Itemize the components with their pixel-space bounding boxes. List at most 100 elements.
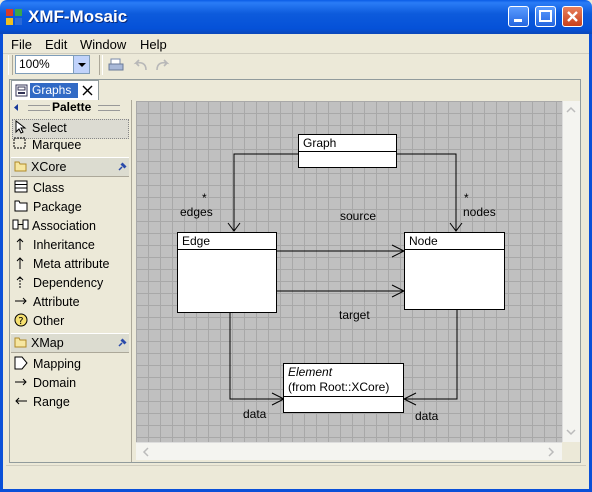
tool-range-label: Range — [33, 395, 70, 409]
horizontal-scrollbar[interactable] — [136, 442, 562, 460]
arrow-cursor-icon — [13, 119, 27, 134]
tool-domain-label: Domain — [33, 376, 77, 390]
edges-role-label: edges — [180, 205, 213, 219]
grip-left — [28, 105, 50, 111]
drawer-xmap-label: XMap — [31, 336, 64, 350]
element-class-package: (from Root::XCore) — [288, 380, 390, 394]
edge-data-association — [229, 312, 284, 400]
folder-icon — [14, 199, 28, 213]
tool-class-label: Class — [33, 181, 65, 195]
tool-package[interactable]: Package — [14, 199, 82, 217]
menu-help[interactable]: Help — [140, 37, 167, 52]
domain-arrow-icon — [14, 375, 28, 389]
tool-other-label: Other — [33, 314, 65, 328]
drawer-xmap[interactable]: XMap — [11, 333, 129, 353]
node-class-name: Node — [405, 233, 504, 250]
tool-package-label: Package — [33, 200, 82, 214]
mapping-icon — [14, 356, 28, 370]
collapse-left-icon[interactable] — [12, 103, 20, 112]
edges-multiplicity: * — [202, 191, 207, 205]
dependency-icon — [14, 275, 28, 289]
tool-inheritance[interactable]: Inheritance — [14, 237, 95, 255]
target-role-label: target — [339, 308, 370, 322]
minimize-button[interactable] — [508, 6, 529, 27]
zoom-value: 100% — [19, 57, 50, 71]
range-arrow-icon — [14, 394, 28, 408]
drawer-xcore-label: XCore — [31, 160, 67, 174]
tool-attribute[interactable]: Attribute — [14, 294, 80, 312]
drawer-xcore[interactable]: XCore — [11, 157, 129, 177]
tool-select-label: Select — [32, 121, 67, 135]
tool-domain[interactable]: Domain — [14, 375, 76, 393]
scroll-right-icon[interactable] — [546, 446, 556, 458]
zoom-dropdown-button[interactable] — [73, 56, 89, 73]
nodes-role-label: nodes — [463, 205, 496, 219]
pin-icon[interactable] — [117, 337, 127, 351]
element-class[interactable]: Element (from Root::XCore) — [283, 363, 404, 413]
tool-association[interactable]: Association — [12, 218, 96, 236]
tool-class[interactable]: Class — [14, 180, 64, 198]
zoom-select[interactable]: 100% — [15, 55, 90, 74]
scroll-down-icon[interactable] — [565, 427, 577, 437]
folder-open-icon — [14, 160, 29, 176]
tool-range[interactable]: Range — [14, 394, 70, 412]
tool-mapping[interactable]: Mapping — [14, 356, 81, 374]
palette-header[interactable]: Palette — [10, 100, 130, 115]
status-bar — [6, 465, 586, 486]
tool-dependency-label: Dependency — [33, 276, 104, 290]
tool-other[interactable]: ? Other — [14, 313, 64, 331]
scroll-up-icon[interactable] — [565, 105, 577, 115]
edge-class[interactable]: Edge — [177, 232, 277, 313]
association-icon — [12, 218, 29, 232]
toolbar-separator — [99, 55, 103, 75]
tool-dependency[interactable]: Dependency — [14, 275, 103, 293]
marquee-icon — [13, 137, 27, 151]
tool-meta-attribute[interactable]: Meta attribute — [14, 256, 109, 274]
nodes-multiplicity: * — [464, 191, 469, 205]
maximize-icon — [539, 10, 552, 22]
tool-inheritance-label: Inheritance — [33, 238, 95, 252]
menu-divider — [3, 53, 589, 54]
menu-file[interactable]: File — [11, 37, 32, 52]
close-tab-icon[interactable] — [82, 85, 93, 96]
data-role-label-right: data — [415, 409, 439, 423]
tab-label: Graphs — [30, 83, 78, 98]
close-button[interactable] — [562, 6, 583, 27]
attribute-arrow-icon — [14, 294, 28, 308]
window-title: XMF-Mosaic — [28, 7, 128, 26]
question-icon: ? — [14, 313, 28, 327]
vertical-scrollbar[interactable] — [562, 101, 580, 442]
nodes-association — [396, 153, 457, 231]
node-data-association — [404, 309, 458, 400]
diagram-canvas[interactable]: Graph Edge Node Element (from Root::XCor… — [136, 101, 562, 442]
pin-icon[interactable] — [117, 161, 127, 175]
redo-icon[interactable] — [154, 57, 170, 73]
toolbar-grip — [8, 55, 13, 75]
tool-mapping-label: Mapping — [33, 357, 81, 371]
title-bar[interactable] — [0, 0, 592, 34]
element-class-name: Element — [288, 365, 333, 379]
tool-meta-attribute-label: Meta attribute — [33, 257, 110, 271]
close-icon — [567, 11, 578, 22]
tool-marquee[interactable]: Marquee — [13, 137, 81, 155]
folder-open-icon — [14, 336, 29, 352]
tool-association-label: Association — [32, 219, 96, 233]
menu-edit[interactable]: Edit — [45, 37, 68, 52]
tab-graphs[interactable]: Graphs — [11, 80, 99, 100]
inheritance-arrow-icon — [14, 237, 28, 251]
grip-right — [98, 105, 120, 111]
undo-icon[interactable] — [133, 57, 149, 73]
edge-class-name: Edge — [178, 233, 276, 250]
graph-class[interactable]: Graph — [298, 134, 397, 168]
print-icon[interactable] — [108, 57, 124, 73]
menu-window[interactable]: Window — [80, 37, 127, 52]
svg-text:?: ? — [18, 316, 23, 327]
edges-association — [233, 153, 298, 231]
tool-attribute-label: Attribute — [33, 295, 80, 309]
minimize-icon — [514, 19, 522, 22]
node-class[interactable]: Node — [404, 232, 505, 310]
maximize-button[interactable] — [535, 6, 556, 27]
tool-select[interactable]: Select — [12, 119, 129, 139]
chevron-down-icon — [78, 63, 86, 67]
scroll-left-icon[interactable] — [141, 446, 151, 458]
